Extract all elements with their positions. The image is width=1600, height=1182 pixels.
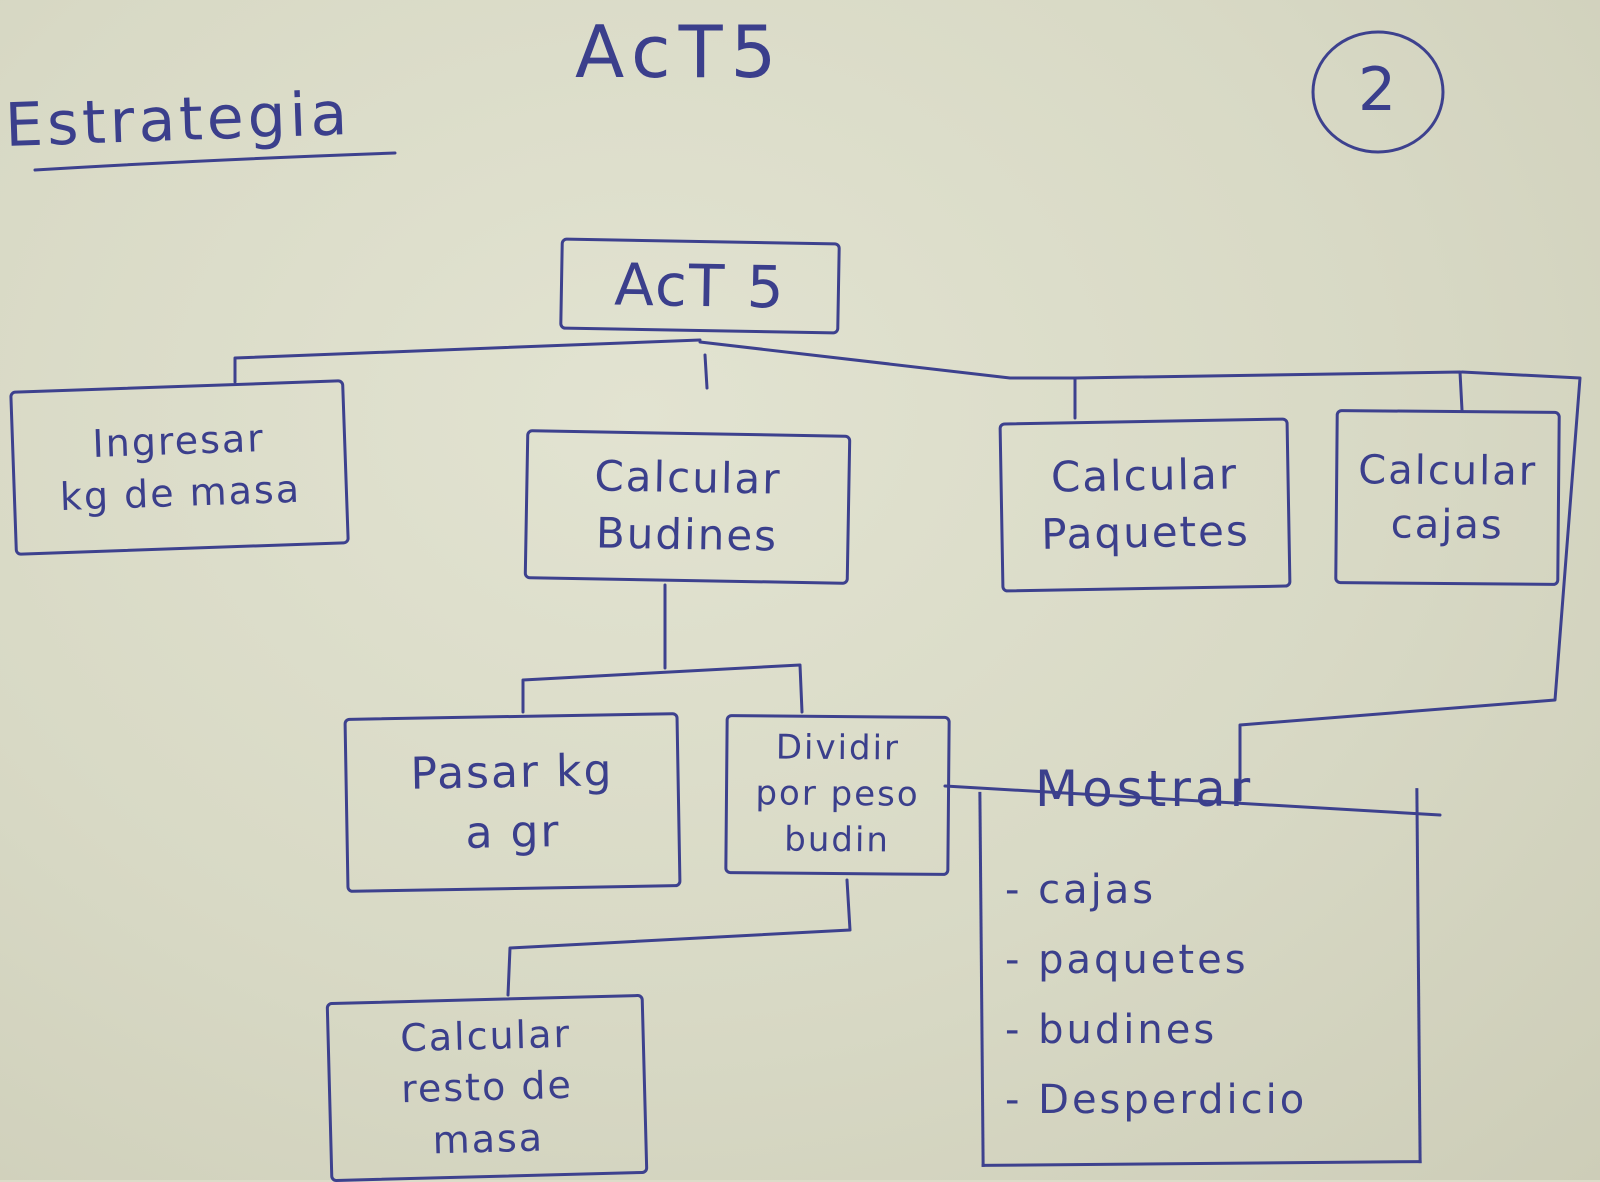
connector-dividir-resto — [506, 878, 852, 997]
connector-root-budines — [703, 353, 709, 390]
connector-root-right — [698, 340, 1077, 420]
node-pasar: Pasar kg a gr — [343, 712, 682, 893]
connector-budines-children — [521, 663, 804, 714]
node-budines-line-2: Budines — [595, 508, 779, 561]
node-cajas: Calcular cajas — [1334, 409, 1561, 586]
connector-dividir-mostrar — [943, 784, 1442, 817]
title-underline — [33, 151, 397, 172]
node-cajas-line-2: cajas — [1390, 501, 1504, 548]
node-paquetes: Calcular Paquetes — [998, 417, 1292, 593]
mostrar-title: Mostrar — [1035, 760, 1255, 818]
connector-root-bus — [233, 338, 702, 384]
node-root: AcT 5 — [559, 237, 841, 335]
node-ingresar-line-2: kg de masa — [59, 466, 302, 519]
node-ingresar: Ingresar kg de masa — [9, 379, 350, 556]
connector-to-cajas — [1073, 370, 1464, 412]
node-pasar-line-2: a gr — [465, 805, 561, 859]
mostrar-item-paquetes: - paquetes — [1005, 937, 1249, 983]
node-dividir: Dividir por peso budin — [724, 714, 951, 876]
node-resto-line-2: resto de — [400, 1063, 574, 1112]
node-ingresar-line-1: Ingresar — [91, 416, 266, 467]
node-resto-line-1: Calcular — [399, 1011, 572, 1061]
node-dividir-line-3: budin — [784, 819, 891, 861]
node-resto-line-3: masa — [432, 1115, 545, 1163]
mostrar-item-cajas: - cajas — [1005, 867, 1157, 913]
page-number-circle — [1311, 30, 1445, 154]
mostrar-item-budines: - budines — [1005, 1007, 1218, 1053]
node-paquetes-line-1: Calcular — [1050, 449, 1239, 502]
node-cajas-line-1: Calcular — [1358, 446, 1538, 495]
node-paquetes-line-2: Paquetes — [1040, 506, 1251, 559]
page-number: 2 — [1358, 55, 1399, 125]
diagram-title: AcT5 — [575, 10, 785, 94]
mostrar-item-desperdicio: - Desperdicio — [1005, 1077, 1308, 1123]
node-pasar-line-1: Pasar kg — [410, 745, 614, 800]
node-root-label: AcT 5 — [613, 250, 787, 322]
node-dividir-line-1: Dividir — [775, 727, 901, 769]
mostrar-list: - cajas - paquetes - budines - Desperdic… — [1005, 855, 1307, 1135]
node-resto: Calcular resto de masa — [325, 993, 649, 1182]
node-budines-line-1: Calcular — [594, 451, 782, 504]
connector-cajas-side — [1238, 370, 1582, 802]
node-dividir-line-2: por peso — [755, 773, 920, 815]
strategy-label: Estrategia — [3, 78, 353, 162]
node-budines: Calcular Budines — [523, 429, 852, 585]
